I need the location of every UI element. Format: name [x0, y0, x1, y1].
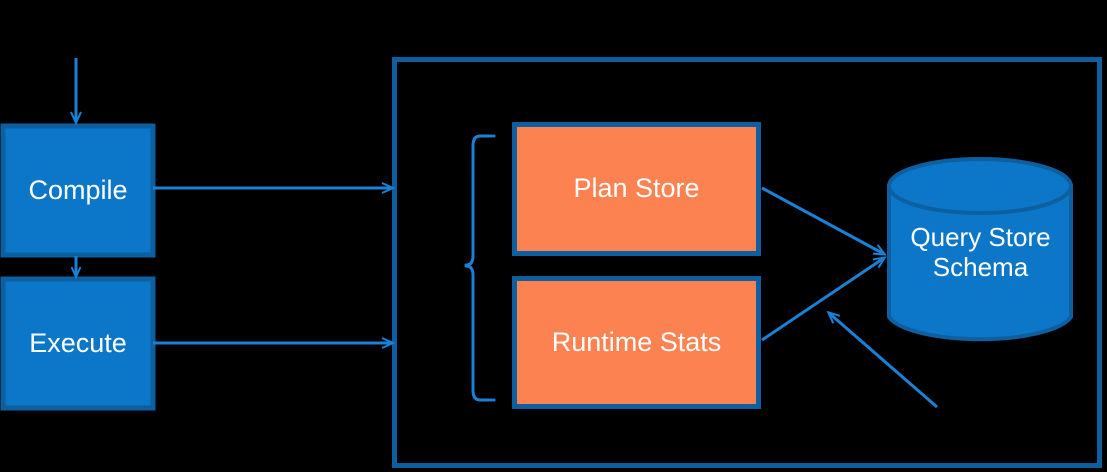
edge-external-to-schema — [829, 313, 938, 409]
node-compile[interactable] — [0, 123, 156, 258]
node-plan-store[interactable] — [512, 122, 761, 256]
node-query-store-schema[interactable] — [887, 157, 1073, 342]
node-execute[interactable] — [0, 276, 156, 411]
edge-runtime-stats-to-schema — [761, 258, 884, 342]
query-store-container — [392, 57, 1102, 468]
edge-plan-store-to-schema — [761, 186, 884, 254]
store-group-bracket — [464, 134, 496, 402]
node-runtime-stats[interactable] — [512, 276, 761, 409]
